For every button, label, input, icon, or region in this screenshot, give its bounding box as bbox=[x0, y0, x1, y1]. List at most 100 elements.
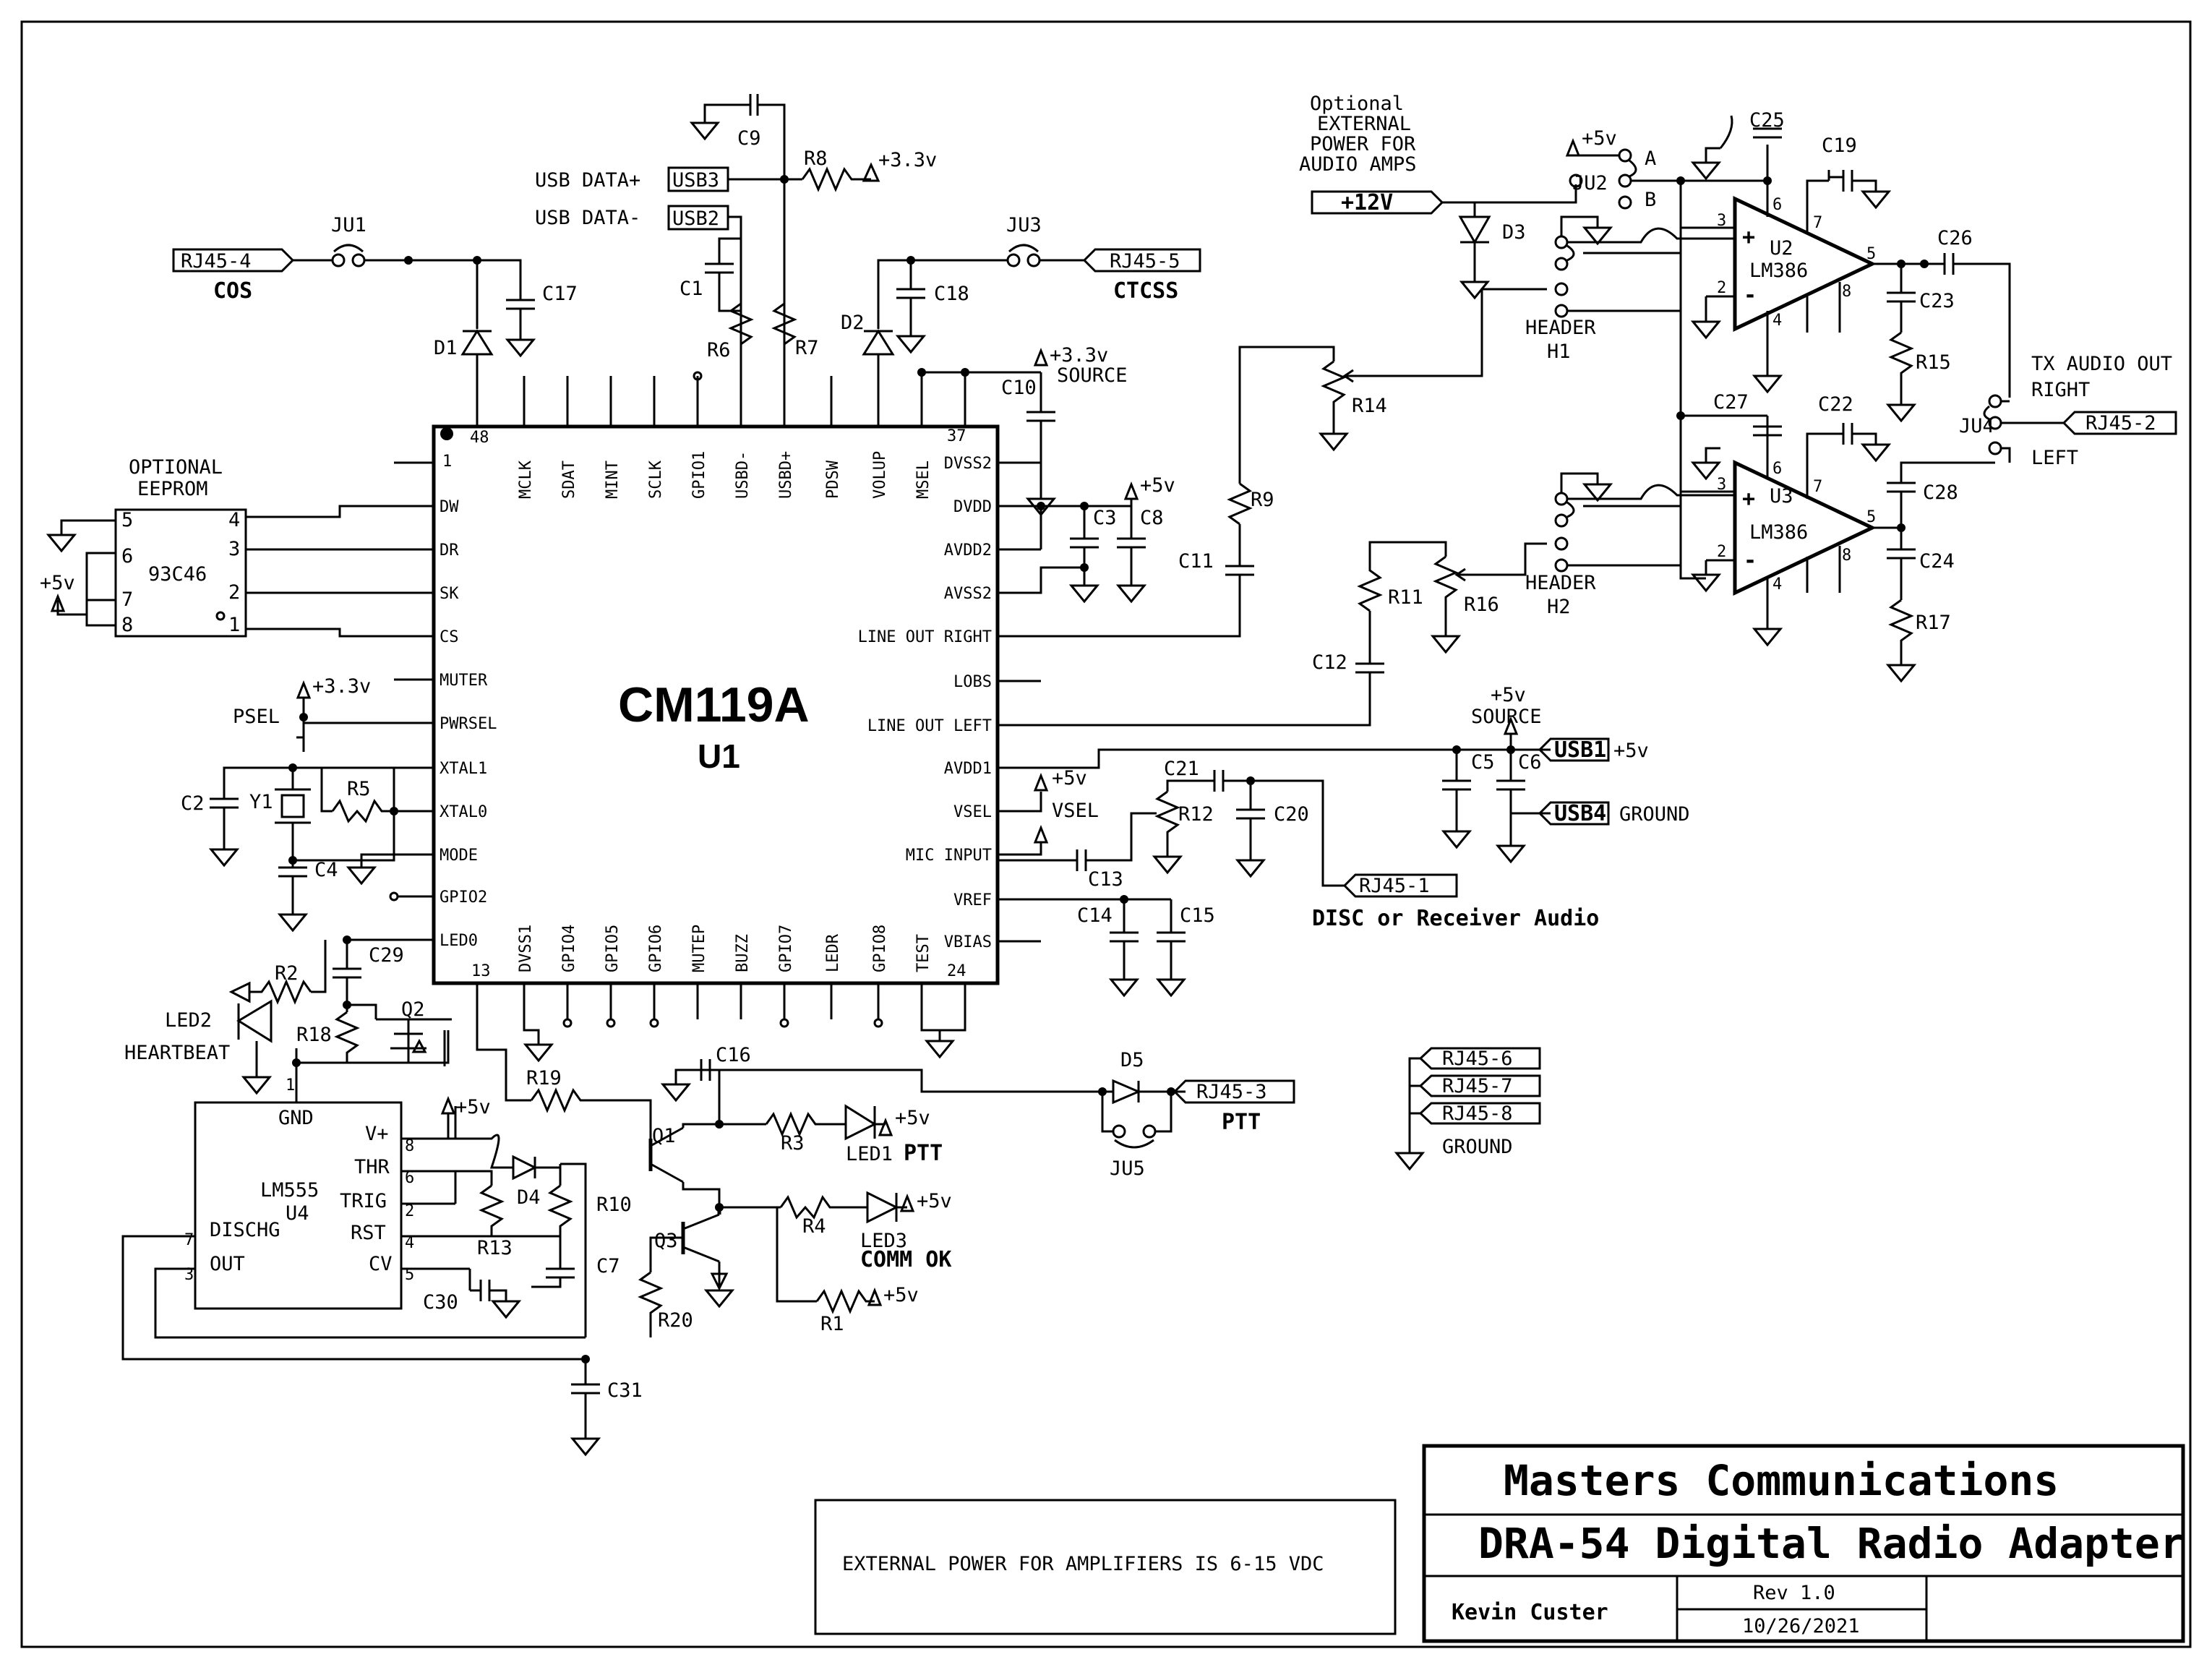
pin-pdsw: PDSW bbox=[824, 460, 842, 499]
ju3-jumper[interactable] bbox=[1008, 244, 1039, 253]
vsel-rail: +5v bbox=[1052, 767, 1087, 789]
lm555-pin6: 6 bbox=[405, 1169, 414, 1187]
pin-avss2: AVSS2 bbox=[944, 585, 992, 603]
eeprom-pin2: 2 bbox=[228, 581, 240, 604]
eeprom-title2: EEPROM bbox=[137, 478, 208, 500]
lm555-vplus: V+ bbox=[365, 1123, 389, 1145]
rj45-1-label: RJ45-1 bbox=[1359, 875, 1430, 897]
pin-13-label: 13 bbox=[471, 962, 491, 980]
lm555-rst: RST bbox=[351, 1222, 386, 1244]
u3-part: LM386 bbox=[1749, 521, 1808, 544]
ju2-jumper[interactable] bbox=[1629, 159, 1637, 178]
d2-label: D2 bbox=[841, 312, 865, 334]
c23 bbox=[1887, 291, 1916, 303]
date: 10/26/2021 bbox=[1742, 1615, 1860, 1637]
usb3-label: USB3 bbox=[672, 169, 719, 192]
led3 bbox=[866, 1191, 899, 1224]
r10 bbox=[547, 1184, 573, 1236]
c22-label: C22 bbox=[1818, 393, 1853, 416]
d4 bbox=[512, 1155, 538, 1181]
lm555-trig: TRIG bbox=[340, 1190, 387, 1212]
c12 bbox=[1355, 662, 1384, 674]
usb-section: USB DATA+ USB DATA- USB3 USB2 R8 +3.3v C… bbox=[535, 94, 937, 427]
c2-label: C2 bbox=[181, 792, 205, 815]
ext-power-l3: POWER FOR bbox=[1310, 133, 1416, 155]
ju1-jumper[interactable] bbox=[333, 244, 364, 253]
ju2-b: B bbox=[1645, 189, 1656, 211]
ju4-jumper[interactable] bbox=[1983, 405, 1990, 421]
pin-48-label: 48 bbox=[470, 429, 489, 447]
u3-minus: - bbox=[1744, 548, 1757, 573]
d4-label: D4 bbox=[517, 1186, 541, 1209]
led3-rail: +5v bbox=[917, 1190, 952, 1212]
eeprom-pin3: 3 bbox=[228, 538, 240, 560]
r14 bbox=[1321, 360, 1347, 434]
d5 bbox=[1112, 1079, 1141, 1105]
q3 bbox=[681, 1207, 721, 1254]
rj45-3-label: RJ45-3 bbox=[1196, 1081, 1267, 1103]
u2-pin3: 3 bbox=[1717, 212, 1726, 230]
c31-label: C31 bbox=[607, 1379, 643, 1402]
r10-label: R10 bbox=[596, 1194, 632, 1216]
r13 bbox=[479, 1184, 505, 1236]
c30-label: C30 bbox=[423, 1291, 458, 1314]
source5-label: SOURCE bbox=[1471, 706, 1542, 728]
source5-rail: +5v bbox=[1491, 684, 1526, 706]
external-power: Optional EXTERNAL POWER FOR AUDIO AMPS +… bbox=[1299, 93, 1767, 299]
pin-gpio4: GPIO4 bbox=[560, 925, 578, 972]
c13 bbox=[1076, 849, 1087, 871]
c30 bbox=[479, 1280, 491, 1301]
r20 bbox=[638, 1271, 664, 1337]
eeprom-title1: OPTIONAL bbox=[129, 456, 223, 479]
line-out-left-path: C12 R11 R16 bbox=[998, 541, 1547, 727]
y1-label: Y1 bbox=[249, 791, 273, 813]
pin-xtal0: XTAL0 bbox=[440, 803, 487, 821]
h1-ref: H1 bbox=[1547, 341, 1571, 363]
c19-label: C19 bbox=[1822, 134, 1857, 157]
lm555-pin5: 5 bbox=[405, 1266, 414, 1284]
c17-label: C17 bbox=[542, 283, 578, 305]
c26-label: C26 bbox=[1937, 227, 1973, 249]
c28-label: C28 bbox=[1923, 481, 1958, 504]
pin-gpio8: GPIO8 bbox=[871, 925, 889, 972]
h1-jumper[interactable] bbox=[1566, 244, 1575, 262]
lm555-body bbox=[194, 1101, 403, 1310]
u2-pin4: 4 bbox=[1772, 312, 1782, 330]
pin-mic-input: MIC INPUT bbox=[906, 847, 992, 865]
u2-body bbox=[1733, 196, 1877, 332]
lm555-pin8: 8 bbox=[405, 1137, 414, 1155]
c4 bbox=[278, 860, 307, 878]
r11-label: R11 bbox=[1388, 586, 1423, 609]
led3-label: LED3 bbox=[860, 1230, 907, 1252]
u2-minus: - bbox=[1744, 283, 1757, 308]
r8-rail: +3.3v bbox=[878, 149, 937, 171]
ju5-jumper[interactable] bbox=[1114, 1139, 1154, 1149]
r18-label: R18 bbox=[296, 1024, 332, 1046]
r17-label: R17 bbox=[1916, 612, 1951, 634]
c20-label: C20 bbox=[1274, 803, 1309, 826]
pin-avdd2: AVDD2 bbox=[944, 541, 992, 560]
c8-rail: +5v bbox=[1140, 474, 1175, 497]
lm555-pin1: 1 bbox=[286, 1076, 295, 1095]
y1 bbox=[280, 794, 305, 818]
lm555-ref: U4 bbox=[286, 1202, 309, 1225]
pin-ledr: LEDR bbox=[824, 933, 842, 972]
usb4-ground: GROUND bbox=[1619, 803, 1690, 826]
led1-ptt: PTT bbox=[904, 1141, 943, 1166]
r9 bbox=[1227, 482, 1253, 526]
title-frame bbox=[1422, 1444, 2185, 1643]
tx-audio: TX AUDIO OUT RIGHT LEFT JU4 RJ45-2 bbox=[1959, 353, 2177, 469]
led1-label: LED1 bbox=[846, 1143, 893, 1165]
eeprom-pin6: 6 bbox=[121, 545, 133, 568]
pin-gpio5: GPIO5 bbox=[604, 925, 622, 972]
r11 bbox=[1357, 541, 1447, 612]
r12 bbox=[1154, 790, 1180, 857]
h2-jumper[interactable] bbox=[1566, 501, 1575, 518]
q1-label: Q1 bbox=[652, 1125, 676, 1147]
d2 bbox=[862, 329, 895, 356]
r6-label: R6 bbox=[707, 339, 731, 361]
rj45-4-connector bbox=[172, 248, 295, 273]
